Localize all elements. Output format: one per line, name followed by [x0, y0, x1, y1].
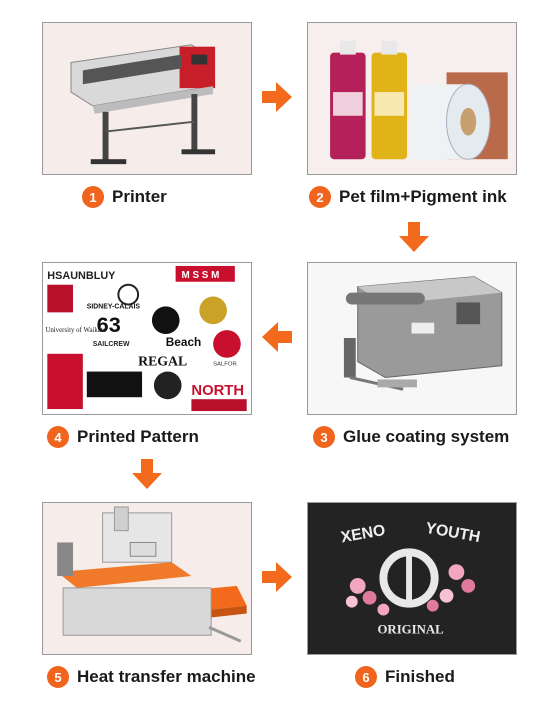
heat-press-illustration — [43, 503, 251, 654]
arrow-down-icon — [132, 459, 162, 489]
pattern-text: SAILCREW — [93, 341, 130, 348]
step-number-badge: 1 — [82, 186, 104, 208]
pet-film-ink-image — [307, 22, 517, 175]
pattern-text: SALFOR — [213, 362, 237, 368]
pattern-text: NORTH — [191, 383, 244, 399]
pattern-text: HSAUNBLUY — [47, 270, 116, 282]
shirt-text: ORIGINAL — [377, 622, 444, 636]
pattern-text: 63 — [97, 312, 121, 337]
pattern-text: University of Waikato — [45, 327, 106, 334]
arrow-right-icon — [262, 562, 292, 592]
pattern-text: M S S M — [182, 270, 220, 281]
step-title: Heat transfer machine — [77, 667, 256, 686]
step-4-label: 4 Printed Pattern — [47, 426, 199, 448]
step-2-label: 2 Pet film+Pigment ink — [309, 186, 507, 208]
printer-illustration — [43, 23, 251, 174]
step-6-label: 6 Finished — [355, 666, 455, 688]
step-number-badge: 5 — [47, 666, 69, 688]
pattern-text: REGAL — [138, 354, 187, 369]
pattern-collage-illustration: HSAUNBLUY M S S M 63 SIDNEY-CALAIS Unive… — [43, 263, 251, 414]
printer-image — [42, 22, 252, 175]
heat-transfer-machine-image — [42, 502, 252, 655]
step-title: Printed Pattern — [77, 427, 199, 446]
arrow-down-icon — [399, 222, 429, 252]
step-number-badge: 2 — [309, 186, 331, 208]
step-title: Finished — [385, 667, 455, 686]
step-title: Pet film+Pigment ink — [339, 187, 507, 206]
glue-coating-image — [307, 262, 517, 415]
pattern-text: Beach — [166, 335, 202, 349]
step-3-label: 3 Glue coating system — [313, 426, 509, 448]
step-title: Printer — [112, 187, 167, 206]
step-number-badge: 3 — [313, 426, 335, 448]
printed-shirt-illustration: XENO YOUTH ORIGINAL — [308, 503, 516, 654]
pattern-text: SIDNEY-CALAIS — [87, 303, 141, 310]
printed-pattern-image: HSAUNBLUY M S S M 63 SIDNEY-CALAIS Unive… — [42, 262, 252, 415]
ink-bottles-film-illustration — [308, 23, 516, 174]
step-5-label: 5 Heat transfer machine — [47, 666, 256, 688]
step-1-label: 1 Printer — [82, 186, 167, 208]
step-number-badge: 6 — [355, 666, 377, 688]
step-number-badge: 4 — [47, 426, 69, 448]
finished-shirt-image: XENO YOUTH ORIGINAL — [307, 502, 517, 655]
step-title: Glue coating system — [343, 427, 510, 446]
arrow-left-icon — [262, 322, 292, 352]
arrow-right-icon — [262, 82, 292, 112]
coating-machine-illustration — [308, 263, 516, 414]
